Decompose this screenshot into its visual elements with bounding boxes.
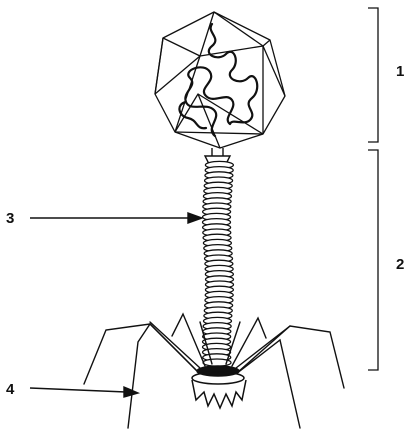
- brackets: [368, 8, 378, 370]
- label-1: 1: [396, 63, 404, 80]
- dna-strand: [179, 24, 257, 136]
- pointer-arrows: [30, 213, 202, 397]
- bracket-head: [368, 8, 378, 142]
- label-2: 2: [396, 256, 404, 273]
- label-4: 4: [6, 381, 14, 398]
- bracket-tail: [368, 150, 378, 370]
- capsid-head: [155, 12, 285, 148]
- tail-sheath: [203, 161, 234, 366]
- label-3: 3: [6, 210, 14, 227]
- arrow-4: [30, 388, 126, 392]
